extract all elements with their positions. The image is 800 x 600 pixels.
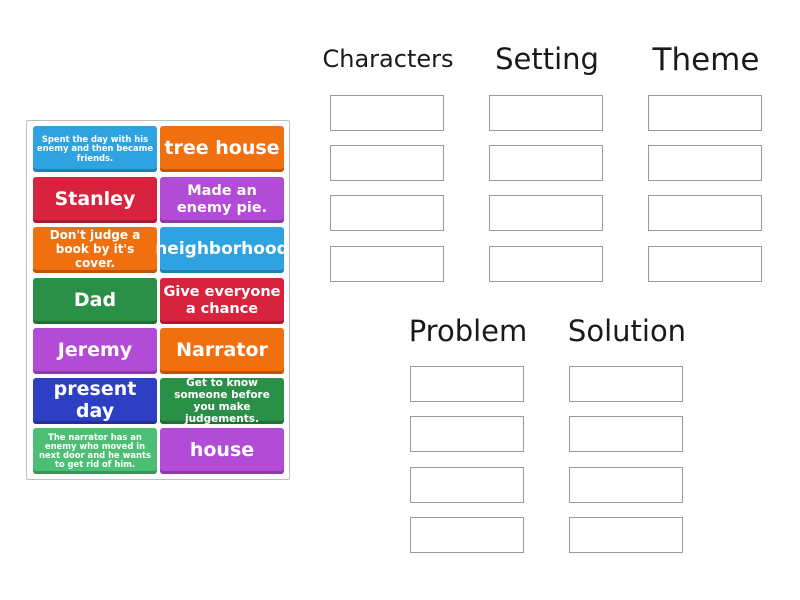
characters-drop-slot[interactable] bbox=[330, 95, 444, 131]
tile-dad[interactable]: Dad bbox=[33, 278, 157, 324]
solution-drop-slot[interactable] bbox=[569, 517, 683, 553]
theme-drop-slot[interactable] bbox=[648, 95, 762, 131]
tile-narrator[interactable]: Narrator bbox=[160, 328, 284, 374]
setting-drop-slot[interactable] bbox=[489, 95, 603, 131]
characters-drop-slot[interactable] bbox=[330, 246, 444, 282]
tile-neighborhood[interactable]: neighborhood bbox=[155, 227, 289, 273]
theme-drop-slot[interactable] bbox=[648, 246, 762, 282]
setting-drop-slot[interactable] bbox=[489, 145, 603, 181]
characters-drop-slot[interactable] bbox=[330, 145, 444, 181]
tile-dont-judge[interactable]: Don't judge a book by it's cover. bbox=[33, 227, 157, 273]
tile-get-to-know[interactable]: Get to know someone before you make judg… bbox=[160, 377, 284, 425]
tile-give-everyone-a-chance[interactable]: Give everyone a chance bbox=[160, 278, 284, 324]
problem-heading: Problem bbox=[408, 314, 528, 348]
setting-drop-slot[interactable] bbox=[489, 195, 603, 231]
characters-heading: Characters bbox=[322, 45, 454, 73]
problem-drop-slot[interactable] bbox=[410, 366, 524, 402]
tile-stanley[interactable]: Stanley bbox=[33, 177, 157, 223]
tile-jeremy[interactable]: Jeremy bbox=[33, 328, 157, 374]
theme-drop-slot[interactable] bbox=[648, 195, 762, 231]
tile-spent-the-day[interactable]: Spent the day with his enemy and then be… bbox=[33, 126, 157, 172]
tile-house[interactable]: house bbox=[160, 428, 284, 474]
tile-narrator-has-an-enemy[interactable]: The narrator has an enemy who moved in n… bbox=[33, 428, 157, 474]
problem-drop-slot[interactable] bbox=[410, 467, 524, 503]
theme-drop-slot[interactable] bbox=[648, 145, 762, 181]
solution-drop-slot[interactable] bbox=[569, 416, 683, 452]
characters-drop-slot[interactable] bbox=[330, 195, 444, 231]
tile-made-an-enemy-pie[interactable]: Made an enemy pie. bbox=[160, 177, 284, 223]
setting-drop-slot[interactable] bbox=[489, 246, 603, 282]
solution-drop-slot[interactable] bbox=[569, 467, 683, 503]
theme-heading: Theme bbox=[652, 42, 760, 78]
tile-bank: Spent the day with his enemy and then be… bbox=[26, 120, 290, 480]
solution-heading: Solution bbox=[567, 314, 687, 348]
problem-drop-slot[interactable] bbox=[410, 517, 524, 553]
tile-present-day[interactable]: present day bbox=[33, 378, 157, 424]
tile-tree-house[interactable]: tree house bbox=[160, 126, 284, 172]
problem-drop-slot[interactable] bbox=[410, 416, 524, 452]
solution-drop-slot[interactable] bbox=[569, 366, 683, 402]
setting-heading: Setting bbox=[495, 42, 599, 76]
